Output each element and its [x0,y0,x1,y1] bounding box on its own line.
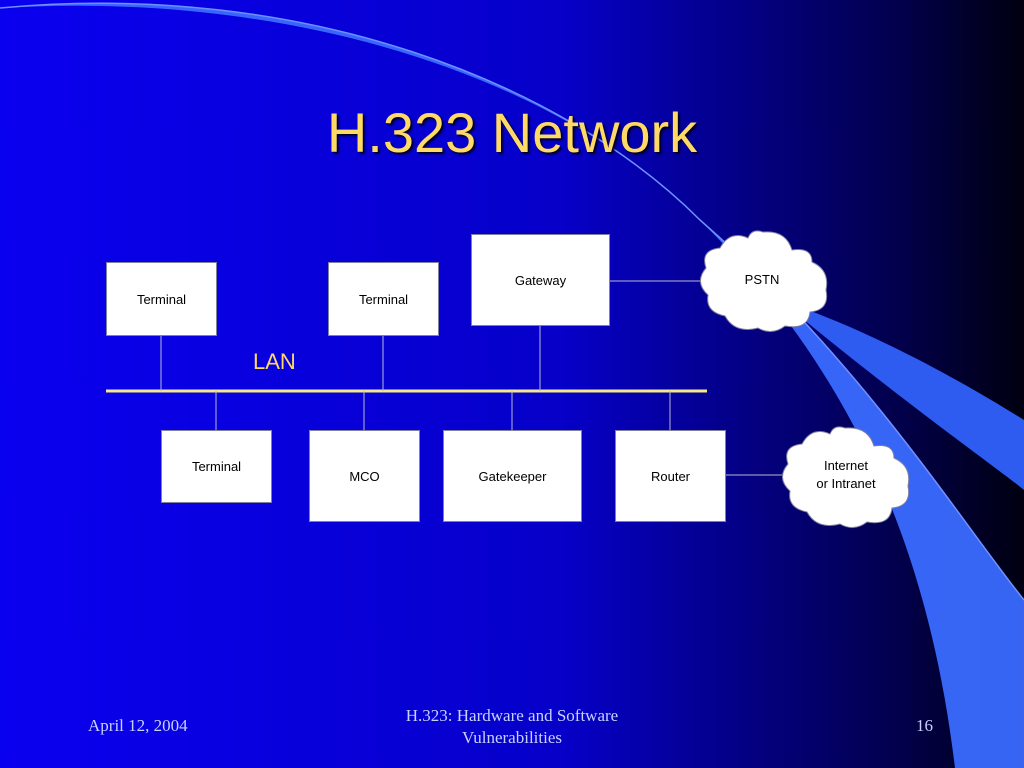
gateway-label: Gateway [514,273,567,288]
terminal-node-top-left: Terminal [106,262,217,336]
lan-label: LAN [253,349,296,374]
terminal-label: Terminal [136,291,187,307]
internet-label: Internet or Intranet [796,457,896,493]
terminal-label: Terminal [191,459,242,474]
gatekeeper-node: Gatekeeper [443,430,582,522]
footer-date: April 12, 2004 [88,716,188,735]
mco-label: MCO [349,468,380,484]
pstn-cloud [700,230,828,332]
page-number: 16 [916,716,933,735]
terminal-node-bottom: Terminal [161,430,272,503]
swoosh-edge [0,2,1024,601]
mco-node: MCO [309,430,420,522]
gatekeeper-label: Gatekeeper [478,468,547,484]
pstn-label: PSTN [744,272,780,287]
internet-label-line1: Internet [823,458,869,473]
terminal-label: Terminal [358,291,409,307]
footer-title: H.323: Hardware and Software Vulnerabili… [362,705,662,749]
footer-title-line2: Vulnerabilities [461,728,562,747]
footer-title-line1: H.323: Hardware and Software [405,706,619,725]
internet-label-line2: or Intranet [816,476,876,491]
swoosh-upper-band [780,300,1024,490]
router-node: Router [615,430,726,522]
internet-cloud [782,426,910,528]
router-label: Router [650,468,691,484]
gateway-node: Gateway [471,234,610,326]
slide-title: H.323 Network [326,101,698,164]
terminal-node-top-mid: Terminal [328,262,439,336]
